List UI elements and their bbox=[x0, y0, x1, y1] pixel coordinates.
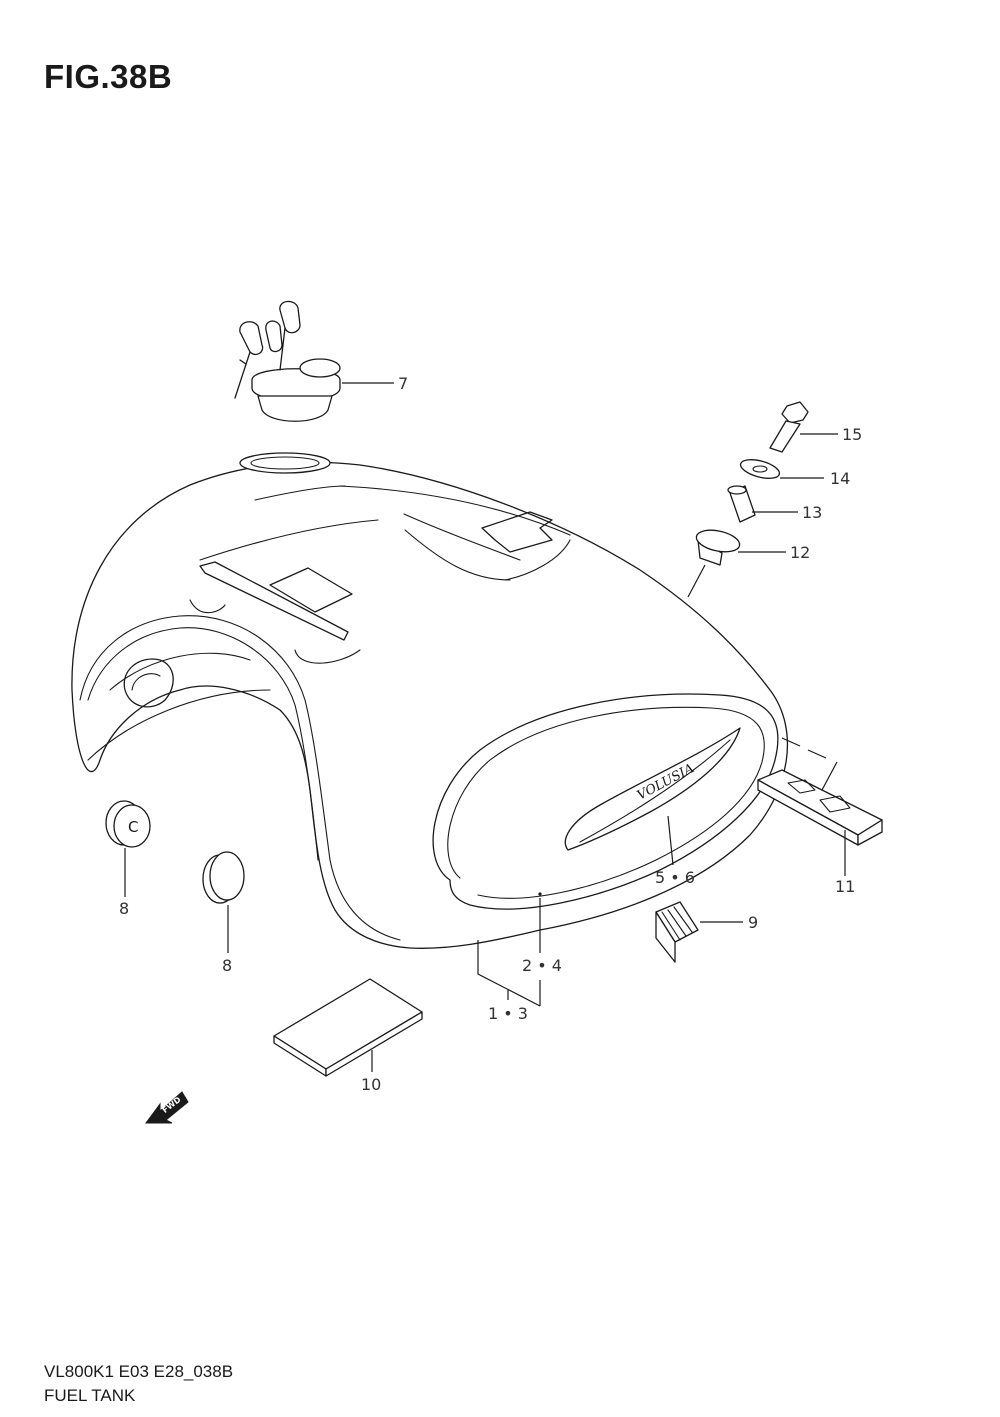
cap-plain[interactable] bbox=[202, 851, 245, 904]
callout-12: 12 bbox=[790, 543, 810, 562]
collar[interactable] bbox=[727, 485, 756, 523]
fuel-tank[interactable] bbox=[71, 452, 788, 949]
leader-5-6 bbox=[667, 815, 674, 866]
point-2-4 bbox=[538, 892, 542, 896]
callout-9: 9 bbox=[748, 913, 758, 932]
callout-15: 15 bbox=[842, 425, 862, 444]
cap-c[interactable]: C bbox=[105, 800, 151, 848]
callout-14: 14 bbox=[830, 469, 850, 488]
leader-1-3-left bbox=[477, 940, 541, 1007]
callout-11: 11 bbox=[835, 877, 855, 896]
leader-11-dash-a bbox=[781, 737, 801, 747]
footer-name: FUEL TANK bbox=[44, 1386, 136, 1405]
callout-5-6: 5 • 6 bbox=[655, 868, 695, 887]
forward-arrow-icon: FWD bbox=[145, 1091, 189, 1124]
pad[interactable] bbox=[757, 769, 883, 846]
footer: VL800K1 E03 E28_038B FUEL TANK bbox=[44, 1360, 233, 1408]
bolt[interactable] bbox=[769, 401, 809, 453]
callout-1-3: 1 • 3 bbox=[488, 1004, 528, 1023]
callout-7: 7 bbox=[398, 374, 408, 393]
footer-code: VL800K1 E03 E28_038B bbox=[44, 1362, 234, 1381]
callout-2-4: 2 • 4 bbox=[522, 956, 562, 975]
fuel-cap-with-keys[interactable] bbox=[234, 300, 341, 422]
leader-tank-mount bbox=[687, 564, 706, 598]
callout-10: 10 bbox=[361, 1075, 381, 1094]
leader-11-dash-c bbox=[821, 761, 838, 791]
side-emblem[interactable]: VOLUSIA bbox=[564, 727, 741, 851]
figure-title: FIG.38B bbox=[44, 58, 173, 95]
leader-11-dash-b bbox=[807, 749, 827, 759]
callout-8b: 8 bbox=[222, 956, 232, 975]
label-card[interactable] bbox=[273, 978, 423, 1077]
callout-13: 13 bbox=[802, 503, 822, 522]
callout-8a: 8 bbox=[119, 899, 129, 918]
cap-letter: C bbox=[128, 818, 138, 836]
clip[interactable] bbox=[655, 901, 699, 963]
washer[interactable] bbox=[739, 456, 782, 482]
cushion[interactable] bbox=[694, 527, 741, 566]
